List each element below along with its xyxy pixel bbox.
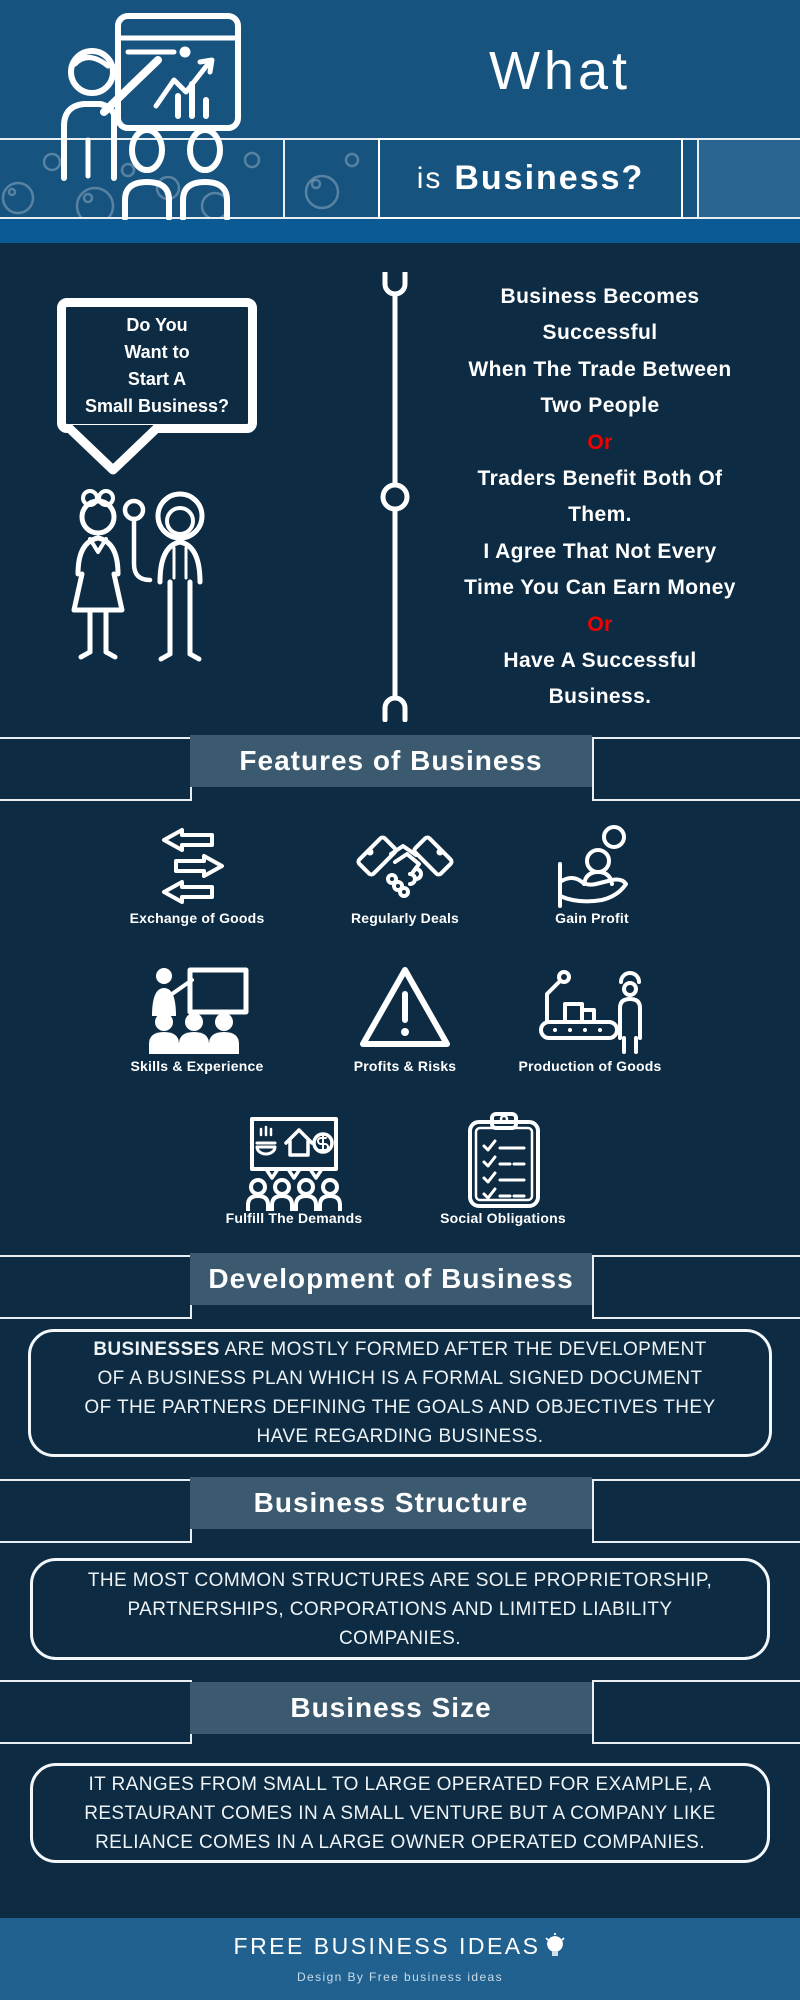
section-side-box (592, 1255, 800, 1319)
intro-line-or: Or (587, 430, 613, 454)
intro-line: Two People (540, 394, 660, 418)
body-line: BUSINESSES ARE MOSTLY FORMED AFTER THE D… (93, 1339, 707, 1360)
checklist-clipboard-icon (468, 1112, 540, 1208)
section-header-size: Business Size (190, 1682, 592, 1734)
feature-label: Skills & Experience (130, 1058, 264, 1074)
intro-line: When The Trade Between (468, 357, 732, 381)
intro-line: Business. (548, 685, 652, 709)
band-divider-right (697, 138, 699, 219)
size-text-box: IT RANGES FROM SMALL TO LARGE OPERATED F… (30, 1763, 770, 1863)
section-title: Business Structure (253, 1487, 529, 1518)
presenter-whiteboard-icon (61, 13, 241, 220)
section-side-box (592, 737, 800, 801)
header-accent-strip (0, 219, 800, 243)
body-line: COMPANIES. (339, 1627, 461, 1649)
feature-label: Production of Goods (518, 1058, 662, 1074)
section-header-features: Features of Business (190, 735, 592, 787)
factory-conveyor-icon (539, 970, 642, 1054)
footer-brand: FREE BUSINESS IDEAS (0, 1932, 800, 1960)
section-side-box (592, 1680, 800, 1744)
section-side-box (0, 1255, 192, 1319)
feature-label: Regularly Deals (350, 910, 460, 926)
intro-line: Business Becomes (500, 285, 700, 308)
title-business: Business? (454, 159, 645, 197)
section-title: Features of Business (239, 745, 543, 776)
hand-profit-icon (558, 825, 628, 908)
title-is-business-box: is Business? (378, 138, 683, 219)
handshake-icon (356, 835, 454, 898)
feature-label: Exchange of Goods (129, 910, 265, 926)
header-banner: What is Business? (0, 0, 800, 243)
feature-label: Gain Profit (555, 910, 629, 926)
body-line: IT RANGES FROM SMALL TO LARGE OPERATED F… (88, 1773, 712, 1795)
two-people-icon (71, 489, 205, 662)
section-side-box (592, 1479, 800, 1543)
speech-bubble-tail (63, 424, 163, 475)
title-is: is (416, 161, 443, 195)
intro-line-or: Or (587, 612, 613, 636)
footer: FREE BUSINESS IDEAS Design By Free busin… (0, 1918, 800, 2000)
band-divider-left (283, 138, 285, 219)
development-text-box: BUSINESSES ARE MOSTLY FORMED AFTER THE D… (28, 1329, 772, 1457)
speech-line: Do You (126, 314, 188, 335)
demand-crowd-icon (246, 1117, 342, 1211)
intro-line: Time You Can Earn Money (464, 576, 736, 600)
intro-line: Successful (542, 321, 658, 345)
section-side-box (0, 737, 192, 801)
body-line: HAVE REGARDING BUSINESS. (256, 1426, 544, 1447)
body-line: RELIANCE COMES IN A LARGE OWNER OPERATED… (95, 1831, 705, 1853)
title-what: What (488, 41, 632, 101)
speech-bubble: Do You Want to Start A Small Business? (57, 298, 257, 433)
presentation-audience-icon (149, 967, 249, 1054)
speech-line: Want to (124, 341, 190, 362)
structure-text-box: THE MOST COMMON STRUCTURES ARE SOLE PROP… (30, 1558, 770, 1660)
section-side-box (0, 1479, 192, 1543)
lightbulb-icon (545, 1933, 566, 1956)
feature-label: Fulfill The Demands (225, 1210, 363, 1226)
feature-label: Profits & Risks (353, 1058, 457, 1074)
intro-line: Have A Successful (503, 649, 697, 673)
exchange-arrows-icon (162, 828, 224, 904)
section-title: Development of Business (208, 1263, 574, 1294)
section-side-box (0, 1680, 192, 1744)
footer-credit: Design By Free business ideas (296, 1970, 504, 1984)
feature-label: Social Obligations (440, 1210, 566, 1226)
body-line: THE MOST COMMON STRUCTURES ARE SOLE PROP… (87, 1569, 713, 1591)
intro-line: I Agree That Not Every (483, 539, 717, 563)
intro-line: Them. (568, 503, 632, 527)
body-line: OF A BUSINESS PLAN WHICH IS A FORMAL SIG… (97, 1368, 703, 1389)
body-line: PARTNERSHIPS, CORPORATIONS AND LIMITED L… (127, 1598, 673, 1620)
section-header-development: Development of Business (190, 1253, 592, 1305)
warning-triangle-icon (360, 967, 450, 1047)
speech-line: Small Business? (84, 395, 230, 416)
section-title: Business Size (290, 1692, 492, 1723)
band-right-segment (697, 138, 800, 219)
intro-text-block: Business Becomes Successful When The Tra… (410, 279, 790, 716)
section-header-structure: Business Structure (190, 1477, 592, 1529)
intro-line: Traders Benefit Both Of (477, 467, 723, 491)
body-line: RESTAURANT COMES IN A SMALL VENTURE BUT … (84, 1802, 716, 1824)
timeline-line (380, 272, 410, 722)
speech-line: Start A (127, 368, 187, 389)
body-line: OF THE PARTNERS DEFINING THE GOALS AND O… (84, 1397, 716, 1418)
